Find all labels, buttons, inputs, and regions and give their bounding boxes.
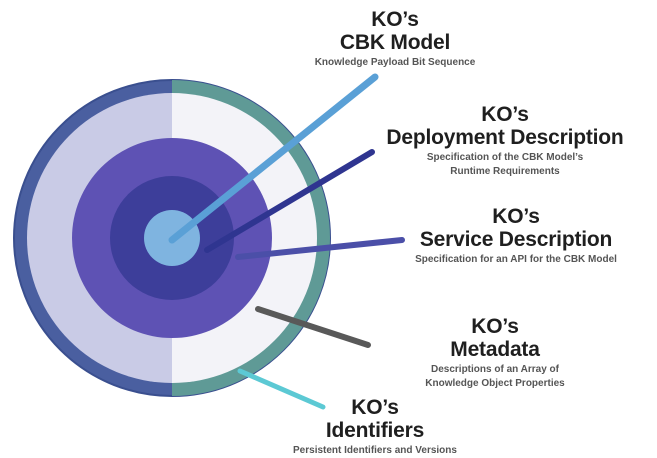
deployment-description-line2: Runtime Requirements xyxy=(450,166,560,177)
deployment-description-line1: Specification of the CBK Model’s xyxy=(426,152,584,163)
identifiers-leader-line xyxy=(237,368,326,410)
cbk-model-label: KO’s CBK Model Knowledge Payload Bit Seq… xyxy=(250,8,540,70)
deployment-leader-line xyxy=(204,149,375,253)
metadata-label-line1: KO’s xyxy=(471,315,519,338)
cbk-model-label-title: CBK Model xyxy=(339,31,451,54)
deployment-label-title: Deployment Description xyxy=(386,126,624,149)
identifiers-label: KO’s Identifiers Persistent Identifiers … xyxy=(230,396,520,458)
service-description-label: KO’s Service Description Specification f… xyxy=(385,205,647,267)
cbk-leader-line xyxy=(168,73,379,244)
service-description-text: Specification for an API for the CBK Mod… xyxy=(415,254,617,265)
identifiers-description: Persistent Identifiers and Versions xyxy=(293,445,457,456)
service-label-title: Service Description xyxy=(419,228,613,251)
deployment-label-line1: KO’s xyxy=(481,103,529,126)
metadata-leader-line xyxy=(255,306,371,348)
cbk-model-label-line1: KO’s xyxy=(371,8,419,31)
service-label-line1: KO’s xyxy=(492,205,540,228)
metadata-description-line2: Knowledge Object Properties xyxy=(425,378,565,389)
identifiers-label-title: Identifiers xyxy=(325,419,425,442)
metadata-description-line1: Descriptions of an Array of xyxy=(431,364,559,375)
identifiers-label-line1: KO’s xyxy=(351,396,399,419)
metadata-label-title: Metadata xyxy=(450,338,540,361)
deployment-description-label: KO’s Deployment Description Specificatio… xyxy=(370,103,640,179)
service-leader-line xyxy=(235,237,405,260)
cbk-model-description: Knowledge Payload Bit Sequence xyxy=(314,57,476,68)
metadata-label: KO’s Metadata Descriptions of an Array o… xyxy=(385,315,605,391)
